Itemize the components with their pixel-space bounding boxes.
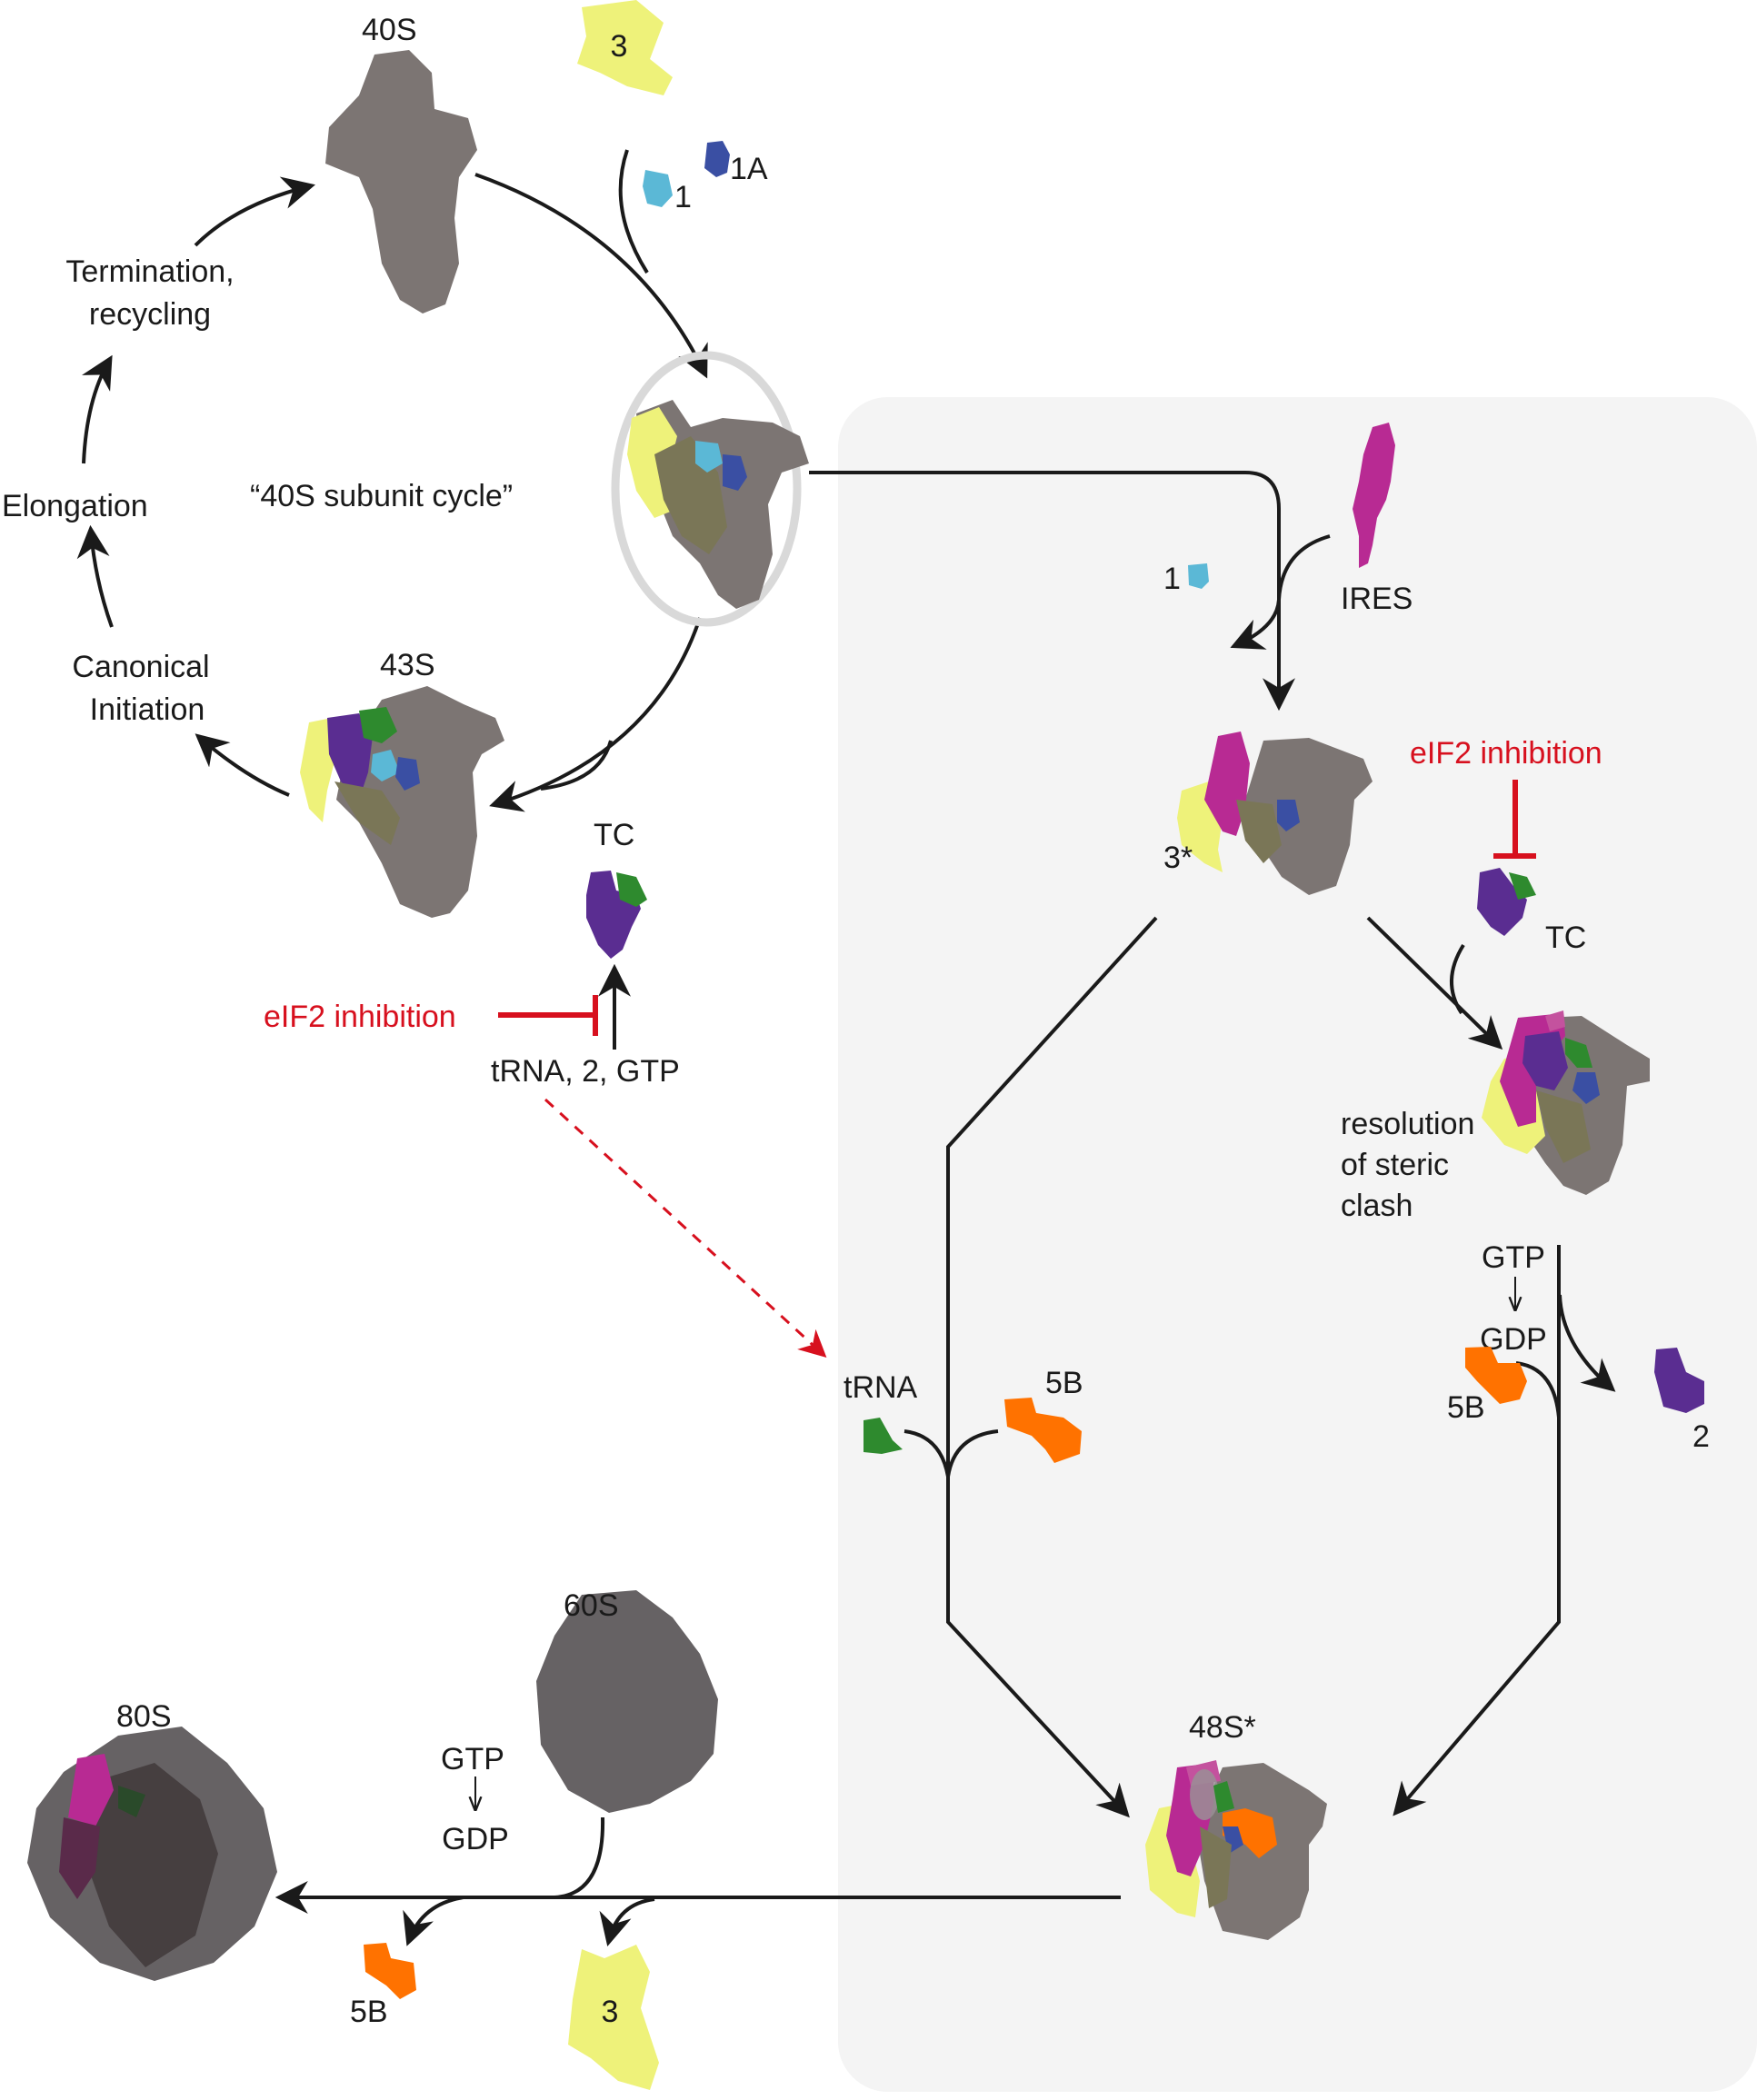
arrow-trna-to-ires-pathway: [544, 1098, 827, 1359]
arrow-factors-join: [618, 149, 649, 274]
complex-steric-clash: [1482, 1010, 1650, 1195]
eif5b-left: [1004, 1398, 1082, 1463]
arrow-elongation-to-termination: [81, 354, 113, 464]
label-eif3-star: 3*: [1163, 841, 1193, 875]
label-ires: IRES: [1341, 582, 1413, 616]
label-40s: 40S: [362, 13, 417, 47]
label-eif2-inhibition-cycle: eIF2 inhibition: [264, 1000, 456, 1034]
arrow-eif2-release: [1558, 1294, 1616, 1392]
label-gdp-join: GDP: [442, 1822, 509, 1856]
label-tc-inputs: tRNA, 2, GTP: [491, 1054, 680, 1089]
ternary-complex-tc: [586, 871, 647, 959]
arrow-tc-join-ires: [1450, 943, 1465, 1015]
ires-rna: [1353, 423, 1395, 568]
label-initiation: Initiation: [90, 692, 205, 727]
label-gtp-ires: GTP: [1482, 1240, 1545, 1275]
cycle-title: “40S subunit cycle”: [250, 479, 513, 513]
ribosome-40s: [325, 50, 477, 314]
label-canonical: Canonical: [72, 650, 209, 684]
label-tc-cycle: TC: [594, 818, 634, 852]
trna-factor: [864, 1418, 903, 1454]
eif2-released: [1654, 1348, 1704, 1413]
label-steric-3: clash: [1341, 1189, 1413, 1223]
arrow-right-branch: [1366, 916, 1503, 1050]
arrow-tc-join: [540, 740, 613, 791]
arrow-40s-to-complex: [474, 173, 708, 379]
ribosome-60s: [536, 1590, 718, 1813]
label-termination: Termination,: [65, 254, 234, 289]
eif1-factor: [643, 170, 673, 207]
label-eif2-inhibition-ires: eIF2 inhibition: [1410, 736, 1602, 771]
label-eif3-top: 3: [611, 29, 628, 64]
complex-ires-40s-eif3star: [1177, 732, 1373, 895]
eif5b-right: [1465, 1347, 1527, 1404]
eif3-released: [568, 1945, 659, 2090]
arrow-eif5b-release: [403, 1896, 464, 1946]
ternary-complex-ires: [1477, 868, 1536, 936]
label-60s: 60S: [564, 1588, 619, 1623]
arrow-eif3-release: [599, 1897, 655, 1946]
label-43s: 43S: [380, 648, 435, 682]
complex-48s-star: [1145, 1760, 1327, 1940]
arrow-right-vertical: [1393, 1245, 1561, 1816]
arrow-complex-to-ires-pathway: [809, 471, 1295, 712]
label-eif2-released: 2: [1692, 1419, 1710, 1454]
label-eif1a: 1A: [730, 152, 768, 186]
arrow-60s-join: [554, 1816, 605, 1899]
label-trna-ires: tRNA: [844, 1370, 918, 1405]
label-eif3-released: 3: [602, 1995, 619, 2029]
arrow-43s-to-canonical: [195, 733, 290, 797]
label-steric-1: resolution: [1341, 1107, 1474, 1141]
arrow-canonical-to-elongation: [76, 524, 114, 628]
arrow-left-branch: [946, 916, 1158, 1818]
eif1a-factor: [704, 141, 730, 177]
label-tc-ires: TC: [1545, 921, 1586, 955]
label-eif1-released: 1: [1163, 562, 1181, 596]
eif3-factor: [577, 0, 673, 95]
label-elongation: Elongation: [2, 489, 148, 523]
label-recycling: recycling: [89, 297, 211, 332]
complex-43s: [300, 686, 504, 918]
label-eif5b-right: 5B: [1447, 1390, 1485, 1425]
label-gtp-join: GTP: [441, 1742, 504, 1777]
label-eif5b-released: 5B: [350, 1995, 388, 2029]
highlight-ring: [611, 351, 802, 627]
ribosome-80s: [27, 1727, 277, 1981]
label-eif1: 1: [674, 180, 692, 214]
arrow-complex-to-43s: [489, 617, 702, 812]
label-48s-star: 48S*: [1189, 1710, 1256, 1745]
label-80s: 80S: [116, 1699, 172, 1734]
arrow-termination-to-40s: [194, 176, 315, 247]
arrow-eif1-release: [1230, 534, 1331, 650]
label-eif5b-left: 5B: [1045, 1366, 1083, 1400]
arrow-eif5b-join-left: [946, 1429, 999, 1478]
arrow-eif5b-join-right: [1515, 1361, 1561, 1418]
arrow-trna-join: [903, 1429, 950, 1478]
complex-40s-eif3-eif1-eif1a: [627, 400, 809, 609]
eif1-released: [1188, 563, 1209, 589]
ires-pathway-panel: [838, 397, 1757, 2092]
label-steric-2: of steric: [1341, 1148, 1449, 1182]
eif5b-released: [364, 1943, 416, 1999]
